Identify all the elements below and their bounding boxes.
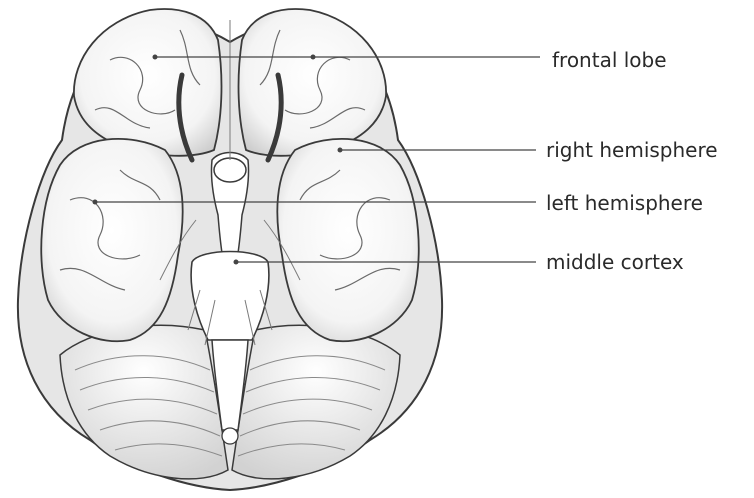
- label-middle-cortex: middle cortex: [546, 250, 684, 274]
- dot-frontal-lobe-left: [153, 55, 158, 60]
- dot-right-hemisphere: [338, 148, 343, 153]
- label-right-hemisphere: right hemisphere: [546, 138, 718, 162]
- dot-frontal-lobe-right: [311, 55, 316, 60]
- dot-left-hemisphere: [93, 200, 98, 205]
- label-frontal-lobe: frontal lobe: [552, 48, 667, 72]
- dot-middle-cortex: [234, 260, 239, 265]
- label-left-hemisphere: left hemisphere: [546, 191, 703, 215]
